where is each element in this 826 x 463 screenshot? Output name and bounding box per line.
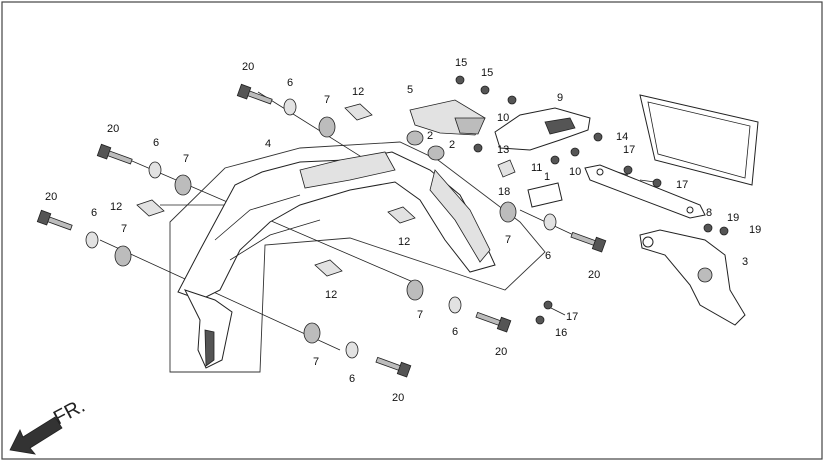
- license-plate: [639, 94, 759, 186]
- callout-label: 17: [566, 311, 578, 323]
- callout-label: 11: [531, 162, 542, 174]
- callout-label: 1: [544, 171, 550, 183]
- callout-label: 12: [352, 86, 364, 98]
- callout-label: 16: [555, 327, 567, 339]
- callout-label: 12: [398, 236, 410, 248]
- clips: [136, 103, 416, 277]
- callout-label: 7: [324, 94, 330, 106]
- fender-bracket-part-9: [494, 107, 591, 151]
- callout-label: 12: [325, 289, 337, 301]
- callout-label: 6: [153, 137, 159, 149]
- rear-frame-part: [177, 151, 496, 369]
- callout-label: 15: [455, 57, 467, 69]
- callout-label: 6: [545, 250, 551, 262]
- callout-label: 20: [107, 123, 119, 135]
- callout-label: 8: [706, 207, 712, 219]
- callout-label: 20: [588, 269, 600, 281]
- callout-label: 13: [497, 144, 509, 156]
- callout-label: 12: [110, 201, 122, 213]
- small-hardware: [455, 75, 729, 325]
- callout-label: 6: [287, 77, 293, 89]
- callout-label: 7: [417, 309, 423, 321]
- callout-label: 6: [91, 207, 97, 219]
- callout-label: 19: [749, 224, 761, 236]
- callout-label: 2: [449, 139, 455, 151]
- callout-label: 4: [265, 138, 271, 150]
- callout-label: 6: [452, 326, 458, 338]
- callout-label: 15: [481, 67, 493, 79]
- bolts: [36, 83, 607, 378]
- callout-label: 17: [676, 179, 688, 191]
- callout-label: 19: [727, 212, 739, 224]
- callout-label: 17: [623, 144, 635, 156]
- callout-label: 20: [242, 61, 254, 73]
- callout-label: 9: [557, 92, 563, 104]
- assembly-outline: [169, 141, 546, 373]
- callout-label: 20: [495, 346, 507, 358]
- seat-bracket-part-5: [409, 99, 486, 136]
- callout-label: 7: [121, 223, 127, 235]
- callout-label: 7: [313, 356, 319, 368]
- stay-bar-part-8: [584, 164, 706, 219]
- callout-label: 5: [407, 84, 413, 96]
- callout-label: 20: [392, 392, 404, 404]
- callout-label: 7: [183, 153, 189, 165]
- callout-label: 6: [349, 373, 355, 385]
- callout-label: 14: [616, 131, 628, 143]
- callout-label: 10: [497, 112, 509, 124]
- callout-label: 2: [427, 130, 433, 142]
- callout-label: 18: [498, 186, 510, 198]
- callout-label: 7: [505, 234, 511, 246]
- callout-label: 3: [742, 256, 748, 268]
- reflector-bracket-part-3: [639, 229, 746, 326]
- front-direction-arrow: FR.: [9, 395, 89, 455]
- grommets: [114, 116, 517, 344]
- callout-labels: 20 6 7 12 5 15 15 10 9 2 2 13 14 11 10 1…: [45, 57, 761, 404]
- callout-label: 10: [569, 166, 581, 178]
- collars: [85, 98, 557, 359]
- callout-label: 20: [45, 191, 57, 203]
